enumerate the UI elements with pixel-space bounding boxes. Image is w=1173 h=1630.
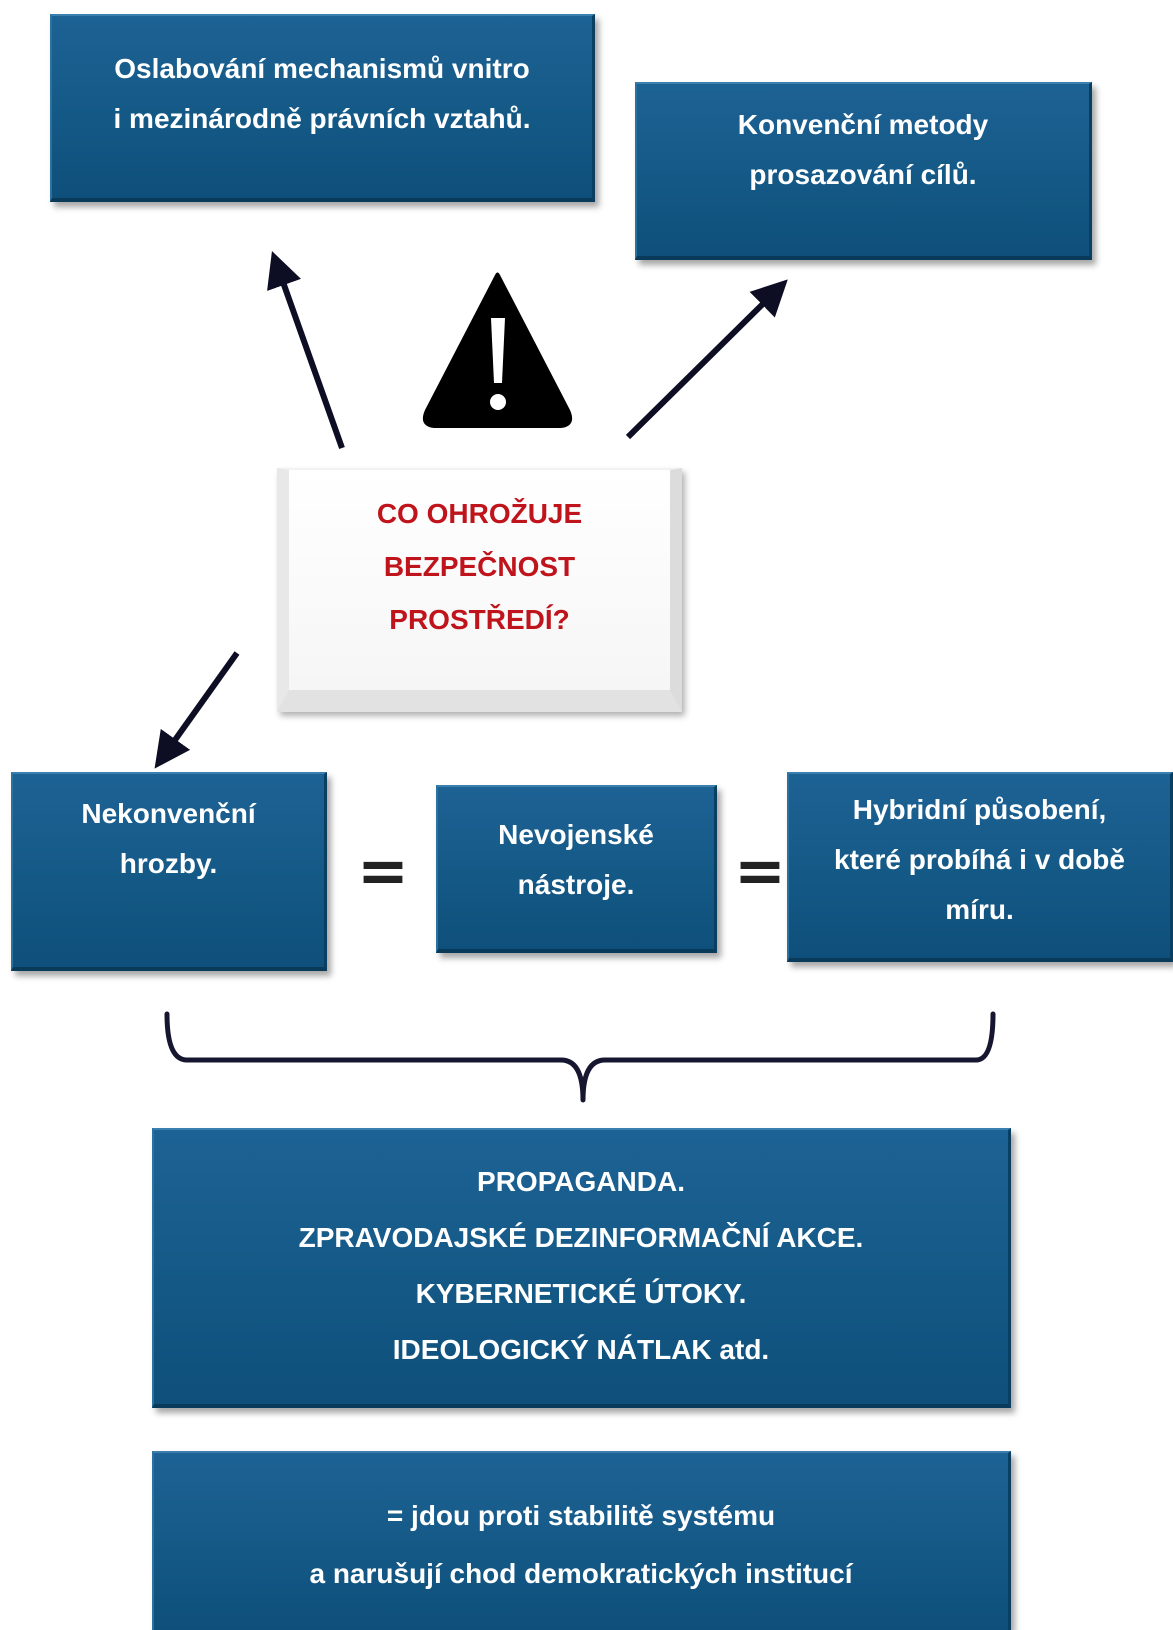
box-line: hrozby. [119,848,218,879]
summary-box: PROPAGANDA. ZPRAVODAJSKÉ DEZINFORMAČNÍ A… [152,1128,1011,1408]
equals-sign-left: = [357,834,409,907]
box-line: Nekonvenční [81,798,256,829]
box-line: Konvenční metody [737,109,989,140]
box-line: = jdou proti stabilitě systému [386,1500,776,1531]
box-line: nástroje. [517,869,635,900]
arrow-to-top-left [267,251,345,450]
center-question: CO OHROŽUJE BEZPEČNOST PROSTŘEDÍ? [277,468,682,712]
box-line: míru. [945,894,1014,925]
box-line: prosazování cílů. [749,159,977,190]
question-line: BEZPEČNOST [383,551,576,582]
grouping-brace [164,1011,996,1103]
box-line: Hybridní působení, [852,794,1107,825]
warning-triangle-icon [422,272,573,428]
box-line: Oslabování mechanismů vnitro [114,53,530,84]
box-line: ZPRAVODAJSKÉ DEZINFORMAČNÍ AKCE. [298,1222,864,1253]
box-line: které probíhá i v době [834,844,1125,875]
top-right-box: Konvenční metody prosazování cílů. [635,82,1092,260]
box-line: KYBERNETICKÉ ÚTOKY. [415,1278,747,1309]
box-nevojenske-nastroje: Nevojenské nástroje. [436,785,717,953]
box-line: PROPAGANDA. [477,1166,685,1197]
box-line: i mezinárodně právních vztahů. [113,103,531,134]
question-line: CO OHROŽUJE [376,498,583,529]
box-line: a narušují chod demokratických institucí [309,1558,853,1589]
box-nekonvencni-hrozby: Nekonvenční hrozby. [11,772,327,971]
arrow-to-nekonvencni [154,651,240,769]
equals-sign-right: = [734,834,786,907]
question-line: PROSTŘEDÍ? [389,604,570,635]
conclusion-box: = jdou proti stabilitě systému a narušuj… [152,1451,1011,1630]
arrow-to-top-right [625,279,788,440]
box-hybridni-pusobeni: Hybridní působení, které probíhá i v dob… [787,772,1173,962]
top-left-box: Oslabování mechanismů vnitro i mezinárod… [50,14,595,202]
box-line: Nevojenské [498,819,654,850]
box-line: IDEOLOGICKÝ NÁTLAK atd. [392,1334,770,1365]
